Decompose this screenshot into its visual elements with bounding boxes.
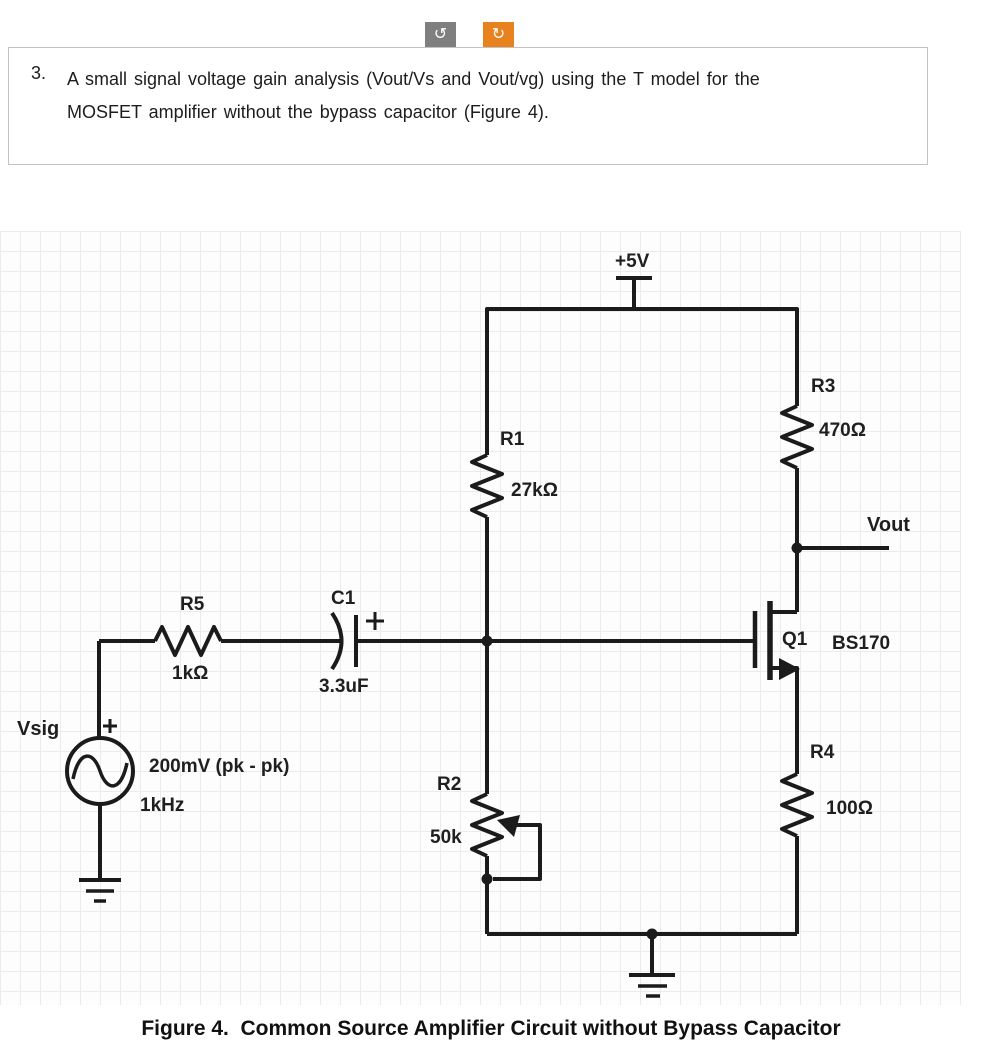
plus-polarity-icon <box>366 612 384 630</box>
ground-symbol-vsig <box>79 878 121 903</box>
r1-value: 27kΩ <box>511 480 558 501</box>
vsig-label: Vsig <box>17 718 60 740</box>
rotate-cw-icon: ↻ <box>491 26 506 43</box>
vout-label: Vout <box>867 514 910 536</box>
r3-designator: R3 <box>811 376 836 397</box>
resistor-r1 <box>470 453 504 519</box>
vsig-source <box>65 641 135 880</box>
redo-button[interactable]: ↻ <box>483 22 514 48</box>
resistor-r4 <box>780 772 814 838</box>
r5-designator: R5 <box>180 594 205 615</box>
sine-wave-icon <box>71 754 129 788</box>
vsig-frequency: 1kHz <box>140 795 185 816</box>
question-line-2: MOSFET amplifier without the bypass capa… <box>67 102 549 122</box>
q1-designator: Q1 <box>782 629 808 650</box>
question-text: A small signal voltage gain analysis (Vo… <box>67 63 917 129</box>
question-line-1: A small signal voltage gain analysis (Vo… <box>67 69 760 89</box>
figure-caption: Figure 4. Common Source Amplifier Circui… <box>141 1017 841 1040</box>
resistor-r5 <box>153 625 223 657</box>
junction-dots <box>481 542 803 940</box>
resistor-r2-potentiometer <box>470 792 542 881</box>
wiper-arrow-icon <box>497 815 520 837</box>
c1-designator: C1 <box>331 588 356 609</box>
r3-value: 470Ω <box>819 420 866 441</box>
supply-voltage-label: +5V <box>615 251 650 272</box>
q1-part-number: BS170 <box>832 633 891 654</box>
r2-value: 50k <box>430 827 462 848</box>
circuit-diagram: +5V R1 27kΩ R3 470Ω Vout R5 1kΩ C1 3.3uF… <box>0 231 961 1005</box>
r4-designator: R4 <box>810 742 835 763</box>
question-number: 3. <box>31 63 47 83</box>
c1-value: 3.3uF <box>319 676 369 697</box>
resistor-r3 <box>780 404 814 470</box>
question-box: 3. A small signal voltage gain analysis … <box>8 47 928 165</box>
r1-designator: R1 <box>500 429 525 450</box>
ground-symbol-main <box>629 934 675 998</box>
plus-terminal-icon <box>103 719 117 733</box>
mosfet-q1 <box>752 601 800 774</box>
power-rail <box>485 276 799 455</box>
rotate-ccw-icon: ↺ <box>433 26 448 43</box>
source-arrow-icon <box>779 658 800 680</box>
r2-designator: R2 <box>437 774 462 795</box>
r5-value: 1kΩ <box>172 663 209 684</box>
vsig-amplitude: 200mV (pk - pk) <box>149 756 290 777</box>
r4-value: 100Ω <box>826 798 873 819</box>
circuit-schematic <box>65 276 889 998</box>
undo-button[interactable]: ↺ <box>425 22 456 48</box>
